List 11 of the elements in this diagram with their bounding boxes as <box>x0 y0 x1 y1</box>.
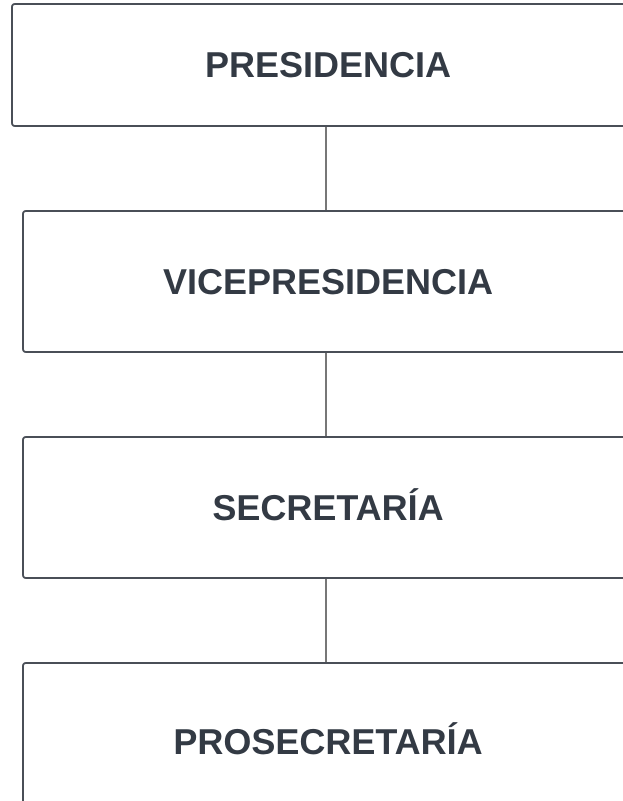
box-title: PROSECRETARÍA <box>172 721 484 763</box>
box-title: PRESIDENCIA <box>204 44 452 86</box>
connector-line <box>325 127 327 210</box>
org-box <box>22 436 623 579</box>
org-box <box>22 662 623 801</box>
org-box <box>22 210 623 353</box>
connector-line <box>325 579 327 662</box>
connector-line <box>325 353 327 436</box>
box-title: VICEPRESIDENCIA <box>162 260 494 302</box>
org-box <box>11 3 623 127</box>
box-title: SECRETARÍA <box>211 486 445 528</box>
